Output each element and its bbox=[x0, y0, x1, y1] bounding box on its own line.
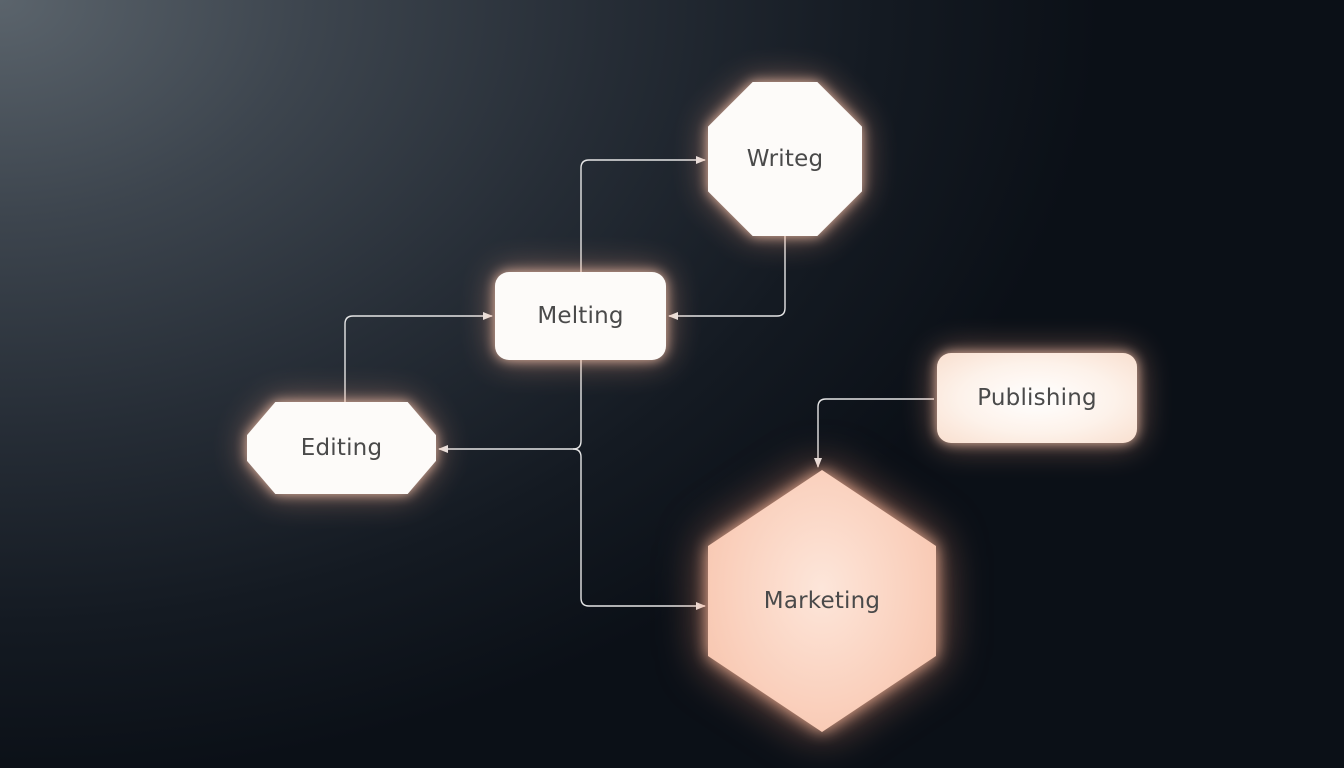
node-editing-label: Editing bbox=[300, 435, 383, 461]
rounded-rectangle-shape bbox=[937, 353, 1137, 443]
node-marketing-label: Marketing bbox=[763, 588, 881, 614]
node-marketing[interactable]: Marketing bbox=[708, 470, 936, 732]
edge-editing-to-melting bbox=[344, 312, 493, 402]
edge-writing-to-melting bbox=[668, 236, 786, 320]
edge-melting-to-marketing bbox=[572, 448, 706, 610]
node-editing[interactable]: Editing bbox=[247, 402, 436, 494]
node-publishing-label: Publishing bbox=[977, 385, 1097, 411]
node-writing[interactable]: Writeg bbox=[708, 82, 862, 236]
rounded-rectangle-shape bbox=[495, 272, 666, 360]
octagon-shape bbox=[247, 402, 436, 494]
node-melting-label: Melting bbox=[537, 303, 624, 329]
node-publishing[interactable]: Publishing bbox=[937, 353, 1137, 443]
edge-melting-to-writing bbox=[580, 156, 706, 272]
edge-publishing-to-marketing bbox=[814, 398, 934, 468]
edge-melting-to-editing bbox=[438, 360, 582, 453]
octagon-shape bbox=[708, 82, 862, 236]
node-writing-label: Writeg bbox=[746, 146, 824, 172]
node-melting[interactable]: Melting bbox=[495, 272, 666, 360]
